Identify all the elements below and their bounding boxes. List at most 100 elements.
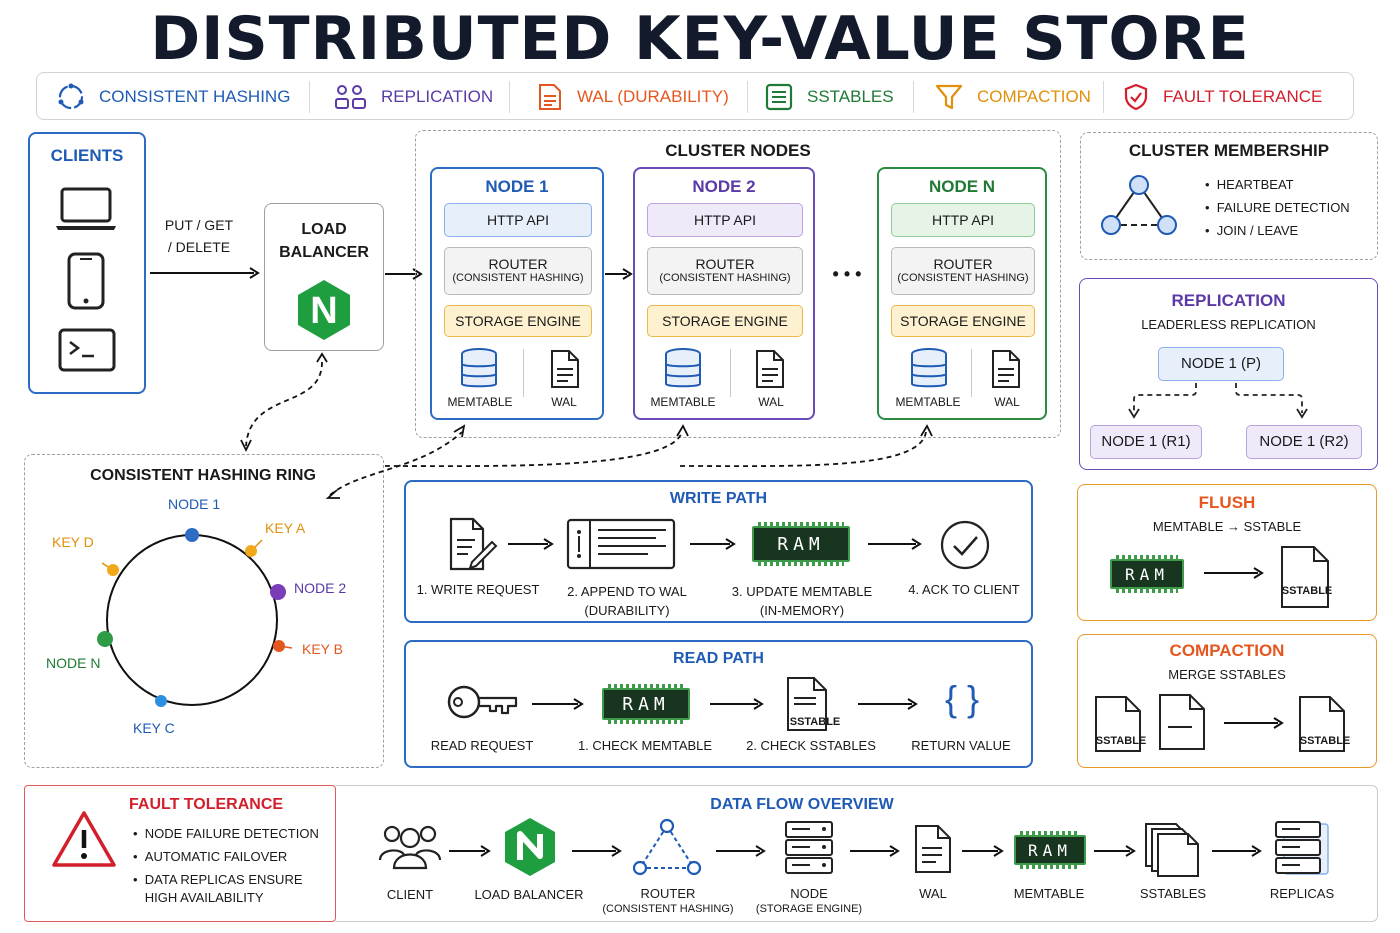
- sstable-file-icon: [1159, 694, 1205, 750]
- cluster-title: CLUSTER NODES: [665, 141, 811, 160]
- wal-label: WAL: [551, 395, 577, 409]
- replication-title: REPLICATION: [1171, 291, 1286, 310]
- replicas-server-icon: [1275, 821, 1329, 875]
- node-title: NODE 1: [485, 177, 549, 196]
- wal-label: WAL: [994, 395, 1020, 409]
- membership-item: • FAILURE DETECTION: [1205, 200, 1350, 215]
- write-step-label: 2. APPEND TO WAL (DURABILITY): [567, 584, 687, 618]
- key-d-marker: [107, 564, 119, 576]
- router-sub: (CONSISTENT HASHING): [897, 272, 1029, 284]
- wal-file-icon: [551, 350, 579, 388]
- router-label: ROUTER: [488, 256, 548, 272]
- shield-icon: [1124, 83, 1148, 111]
- fault-item: • DATA REPLICAS ENSURE HIGH AVAILABILITY: [133, 872, 303, 905]
- replica-node: NODE 1 (R2): [1246, 425, 1362, 459]
- membership-title: CLUSTER MEMBERSHIP: [1128, 141, 1330, 160]
- load-balancer: LOAD BALANCER N: [264, 203, 384, 351]
- node-title: NODE N: [928, 177, 996, 196]
- compaction-panel: COMPACTION MERGE SSTABLES SSTABLE SSTABL…: [1077, 634, 1377, 768]
- router-block: ROUTER (CONSISTENT HASHING): [444, 247, 592, 295]
- membership-item: • JOIN / LEAVE: [1205, 223, 1299, 238]
- node-1-card: NODE 1 HTTP API ROUTER (CONSISTENT HASHI…: [430, 167, 604, 420]
- storage-engine-block: STORAGE ENGINE: [891, 305, 1035, 337]
- dataflow-label: LOAD BALANCER: [474, 887, 584, 902]
- write-arrow: [508, 538, 554, 550]
- replication-subtitle: LEADERLESS REPLICATION: [1141, 317, 1316, 332]
- primary-node: NODE 1 (P): [1158, 347, 1284, 381]
- membership-triangle-icon: [1101, 175, 1177, 235]
- flush-subtitle: MEMTABLE → SSTABLE: [1152, 519, 1302, 534]
- wal-label: WAL: [758, 395, 784, 409]
- legend-label: REPLICATION: [381, 87, 494, 106]
- memtable-label: MEMTABLE: [895, 395, 961, 409]
- replica-node: NODE 1 (R1): [1090, 425, 1202, 459]
- dataflow-sublabel: (CONSISTENT HASHING): [602, 903, 734, 915]
- http-api-block: HTTP API: [647, 203, 803, 237]
- ring-label-node-1: NODE 1: [168, 496, 221, 512]
- legend-label: SSTABLES: [807, 87, 894, 106]
- key-a-marker: [245, 545, 257, 557]
- fault-item: • NODE FAILURE DETECTION: [133, 826, 319, 841]
- node-n-card: NODE N HTTP API ROUTER (CONSISTENT HASHI…: [877, 167, 1047, 420]
- node1-to-node2-arrow: [605, 268, 633, 280]
- router-block: ROUTER (CONSISTENT HASHING): [647, 247, 803, 295]
- router-block: ROUTER (CONSISTENT HASHING): [891, 247, 1035, 295]
- legend-replication: REPLICATION: [335, 73, 493, 121]
- sstable-file-label: SSTABLE: [1281, 585, 1333, 597]
- dataflow-label: SSTABLES: [1139, 886, 1207, 901]
- ack-check-icon: [940, 520, 990, 570]
- sstables-icon: [765, 83, 793, 111]
- key-c-marker: [155, 695, 167, 707]
- wal-log-icon: [566, 518, 676, 570]
- sstable-file-icon: [787, 677, 827, 731]
- ram-chip-icon: RAM: [1014, 831, 1086, 869]
- flush-panel: FLUSH MEMTABLE → SSTABLE RAM SSTABLE: [1077, 484, 1377, 621]
- read-step-label: READ REQUEST: [430, 738, 534, 753]
- legend-label: CONSISTENT HASHING: [99, 87, 291, 106]
- router-label: ROUTER: [933, 256, 993, 272]
- cluster-membership-panel: CLUSTER MEMBERSHIP • HEARTBEAT • FAILURE…: [1080, 132, 1378, 260]
- http-api-block: HTTP API: [891, 203, 1035, 237]
- sstable-file-icon: [1299, 696, 1345, 752]
- wal-file-icon: [992, 350, 1020, 388]
- write-step-label: 4. ACK TO CLIENT: [908, 582, 1020, 597]
- dataflow-sublabel: (STORAGE ENGINE): [755, 903, 863, 915]
- legend-label: FAULT TOLERANCE: [1163, 87, 1323, 106]
- legend-label: COMPACTION: [977, 87, 1091, 106]
- legend-sstables: SSTABLES: [765, 73, 894, 121]
- hashing-ring-icon: [58, 83, 84, 110]
- flow-arrow: [850, 845, 900, 857]
- flow-arrow: [1094, 845, 1136, 857]
- sstable-file-icon: [1095, 696, 1141, 752]
- clients-title: CLIENTS: [50, 146, 124, 165]
- http-api-block: HTTP API: [444, 203, 592, 237]
- flow-arrow: [572, 845, 622, 857]
- node-title: NODE 2: [692, 177, 756, 196]
- flow-arrow: [716, 845, 766, 857]
- fault-item: • AUTOMATIC FAILOVER: [133, 849, 288, 864]
- legend-consistent-hashing: CONSISTENT HASHING: [57, 73, 290, 121]
- fault-title: FAULT TOLERANCE: [129, 796, 284, 813]
- read-step-label: 2. CHECK SSTABLES: [746, 738, 876, 753]
- compaction-title: COMPACTION: [1169, 641, 1285, 660]
- flush-title: FLUSH: [1198, 493, 1256, 512]
- braces-icon: { }: [944, 678, 980, 719]
- flow-arrow: [449, 845, 491, 857]
- node-2-marker: [270, 584, 286, 600]
- replication-panel: REPLICATION LEADERLESS REPLICATION NODE …: [1079, 278, 1378, 470]
- sstable-file-label: SSTABLE: [1299, 735, 1351, 747]
- storage-engine-block: STORAGE ENGINE: [444, 305, 592, 337]
- ram-chip-icon: RAM: [1110, 555, 1184, 593]
- node-2-card: NODE 2 HTTP API ROUTER (CONSISTENT HASHI…: [633, 167, 815, 420]
- nginx-logo-icon: [505, 818, 555, 876]
- ring-label-key-c: KEY C: [133, 720, 175, 736]
- ring-label-node-n: NODE N: [46, 655, 101, 671]
- dataflow-label: CLIENT: [386, 887, 434, 902]
- dataflow-title: DATA FLOW OVERVIEW: [710, 796, 894, 813]
- ring-label-key-b: KEY B: [302, 641, 343, 657]
- membership-item: • HEARTBEAT: [1205, 177, 1294, 192]
- storage-engine-block: STORAGE ENGINE: [647, 305, 803, 337]
- read-arrow: [858, 698, 918, 710]
- memtable-label: MEMTABLE: [447, 395, 513, 409]
